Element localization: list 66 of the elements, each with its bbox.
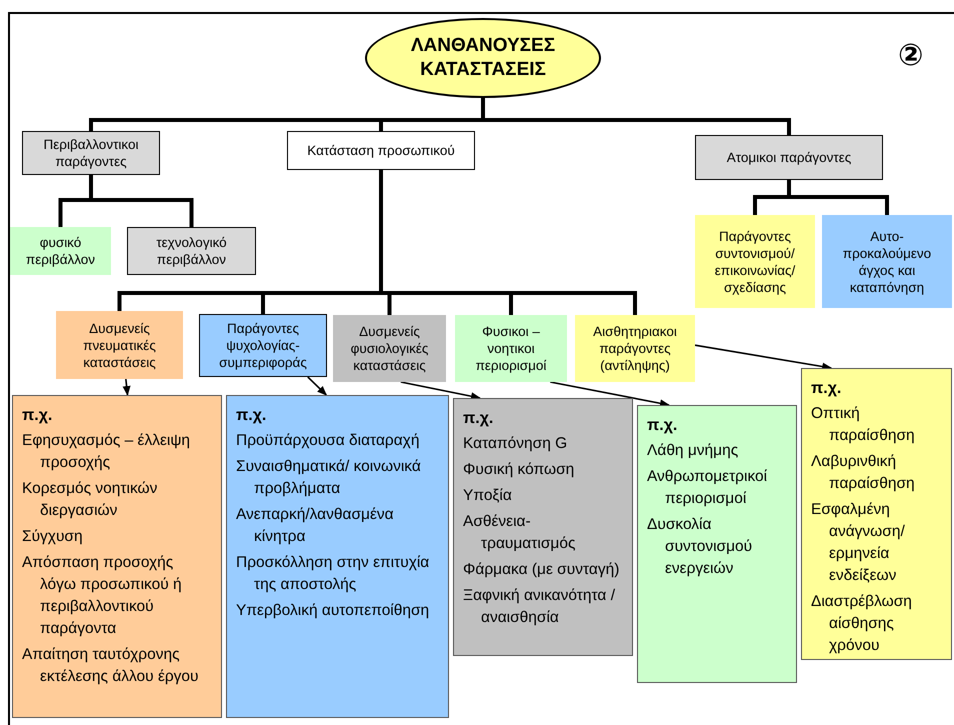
- list-heading: π.χ.: [463, 409, 494, 429]
- list-item: Ξαφνική ανικανότητα /αναισθησία: [463, 586, 616, 628]
- list-item: Ανθρωπομετρικοί περιορισμοί: [647, 467, 768, 509]
- example-list-box: [453, 398, 633, 656]
- example-list-box: [801, 368, 952, 660]
- category-box: [822, 215, 952, 308]
- category-box: [56, 311, 183, 379]
- list-item: Υπερβολική αυτοπεποίθηση: [236, 601, 430, 621]
- category-box: [22, 131, 160, 175]
- list-item: Καταπόνηση G: [463, 434, 568, 454]
- box-label: Φυσικοι – νοητικοι περιορισμοί: [474, 323, 548, 374]
- example-list-box: [226, 395, 449, 718]
- category-box: [127, 227, 256, 275]
- list-item: Συναισθηματικά/ κοινωνικά προβλήματα: [236, 457, 422, 499]
- arrow: [122, 378, 131, 396]
- category-box: [287, 131, 475, 170]
- list-item: Σύγχυση: [22, 527, 84, 547]
- box-label: Περιβαλλοντικοι παράγοντες: [42, 136, 140, 170]
- list-heading: π.χ.: [236, 406, 268, 426]
- category-box: [695, 215, 815, 308]
- connector-line: [379, 170, 637, 315]
- connector-line: [481, 98, 791, 135]
- list-item: Οπτική παραίσθηση: [811, 404, 916, 446]
- list-item: Φάρμακα (με συνταγή): [463, 560, 620, 580]
- list-item: Λαβυρινθική παραίσθηση: [811, 452, 916, 494]
- box-label: Αισθητηριακοι παράγοντες (αντίληψης): [592, 323, 678, 374]
- arrow: [694, 344, 832, 370]
- list-item: Απαίτηση ταυτόχρονης εκτέλεσης άλλου έργου: [22, 645, 200, 687]
- box-label: Παράγοντες συντονισμού/ επικοινωνίας/ σχεδίασης: [714, 228, 796, 296]
- arrow: [400, 381, 481, 400]
- title-text: ΛΑΝΘΑΝΟΥΣΕΣ ΚΑΤΑΣΤΑΣΕΙΣ: [410, 34, 556, 82]
- list-item: Φυσική κόπωση: [463, 460, 576, 480]
- list-item: Ασθένεια- τραυματισμός: [463, 512, 576, 554]
- page-number: ②: [898, 38, 924, 74]
- box-label: Κατάσταση προσωπικού: [306, 142, 456, 159]
- list-item: Απόσπαση προσοχής λόγω προσωπικού ή περιβαλλοντικού παράγοντα: [22, 553, 183, 639]
- list-item: Εφησυχασμός – έλλειψη προσοχής: [22, 431, 191, 473]
- list-item: Προϋπάρχουσα διαταραχή: [236, 431, 420, 451]
- example-list-box: [637, 405, 797, 683]
- list-item: Λάθη μνήμης: [647, 441, 740, 461]
- category-box: [10, 227, 111, 275]
- box-label: Ατομικοι παράγοντες: [726, 149, 852, 166]
- box-label: τεχνολογικό περιβάλλον: [155, 234, 228, 268]
- category-box: [333, 315, 446, 382]
- category-box: [575, 315, 695, 382]
- list-heading: π.χ.: [22, 406, 54, 426]
- list-item: Κορεσμός νοητικών διεργασιών: [22, 479, 158, 521]
- box-label: Παράγοντες ψυχολογίας- συμπεριφοράς: [218, 320, 308, 371]
- list-item: Ανεπαρκή/λανθασμένα κίνητρα: [236, 505, 395, 547]
- box-label: Αυτο- προκαλούμενο άγχος και καταπόνηση: [842, 228, 932, 296]
- box-label: φυσικό περιβάλλον: [24, 234, 96, 268]
- arrow: [550, 381, 670, 408]
- box-label: Δυσμενείς πνευματικές καταστάσεις: [82, 320, 157, 370]
- example-list-box: [12, 395, 222, 718]
- list-item: Προσκόλληση στην επιτυχία της αποστολής: [236, 553, 430, 595]
- list-heading: π.χ.: [647, 416, 678, 436]
- category-box: [695, 135, 883, 180]
- list-heading: π.χ.: [811, 379, 842, 399]
- category-box: [455, 315, 567, 382]
- arrow: [307, 376, 328, 396]
- list-item: Δυσκολία συντονισμού ενεργειών: [647, 515, 754, 579]
- category-box: [199, 314, 327, 377]
- list-item: Εσφαλμένη ανάγνωση/ ερμηνεία ενδείξεων: [811, 500, 906, 586]
- list-item: Υποξία: [463, 486, 513, 506]
- box-label: Δυσμενείς φυσιολογικές καταστάσεις: [350, 323, 430, 374]
- list-item: Διαστρέβλωση αίσθησης χρόνου: [811, 592, 913, 656]
